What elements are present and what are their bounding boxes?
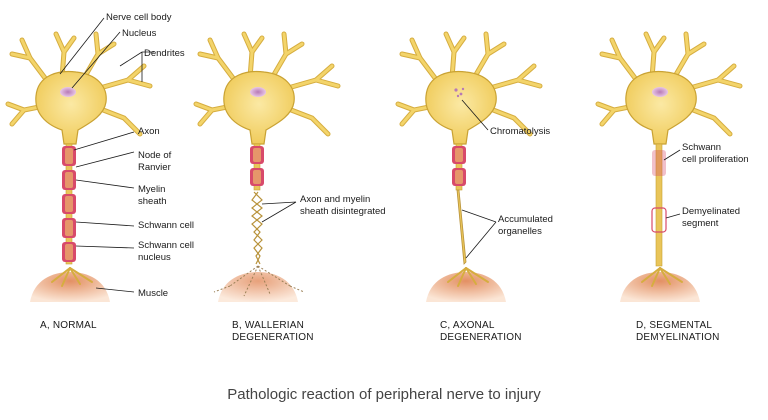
label-node-of-ranvier-1: Node of [138,150,172,161]
label-schwann-prolif-2: cell proliferation [682,154,749,165]
panel-a-nucleus [60,87,76,97]
panel-d-cell-body [598,34,740,144]
label-nucleus: Nucleus [122,28,157,39]
label-schwann-cell: Schwann cell [138,220,194,231]
label-nerve-cell-body: Nerve cell body [106,12,172,23]
panel-d-muscle [619,267,701,303]
label-accumulated-1: Accumulated [498,214,553,225]
label-axon: Axon [138,126,160,137]
label-dendrites: Dendrites [144,48,185,59]
panel-a-cell-body [8,34,150,144]
label-muscle: Muscle [138,288,168,299]
panel-b-disintegrated-axon [251,191,263,265]
panel-b-caption-1: B, WALLERIAN [232,320,304,331]
panel-d-demyelinated-segment [651,207,667,233]
panel-c-chromatolysis [454,87,465,98]
panel-b-wallerian: Axon and myelin sheath disintegrated B, … [196,34,386,343]
label-disintegrated-2: sheath disintegrated [300,206,386,217]
label-schwann-nucleus-1: Schwann cell [138,240,194,251]
panel-c-caption-2: DEGENERATION [440,332,522,343]
panel-b-cell-body [196,34,338,144]
label-schwann-prolif-1: Schwann [682,142,721,153]
label-demyelinated-2: segment [682,218,719,229]
panel-c-axonal: Chromatolysis Accumulated organelles C, … [398,34,553,343]
label-myelin-sheath-2: sheath [138,196,167,207]
panel-a-muscle [29,267,111,303]
figure-caption: Pathologic reaction of peripheral nerve … [227,386,541,403]
label-myelin-sheath-1: Myelin [138,184,165,195]
panel-a-normal: Nerve cell body Nucleus Dendrites Axon N… [8,12,194,331]
label-chromatolysis: Chromatolysis [490,126,550,137]
label-disintegrated-1: Axon and myelin [300,194,370,205]
panel-c-muscle [425,267,507,303]
panel-a-caption: A, NORMAL [40,320,97,331]
label-demyelinated-1: Demyelinated [682,206,740,217]
panel-d-segmental: Schwann cell proliferation Demyelinated … [598,34,749,343]
label-accumulated-2: organelles [498,226,542,237]
panel-d-caption-1: D, SEGMENTAL [636,320,712,331]
label-schwann-nucleus-2: nucleus [138,252,171,263]
label-node-of-ranvier-2: Ranvier [138,162,171,173]
panel-d-caption-2: DEMYELINATION [636,332,720,343]
panel-c-caption-1: C, AXONAL [440,320,495,331]
panel-b-caption-2: DEGENERATION [232,332,314,343]
